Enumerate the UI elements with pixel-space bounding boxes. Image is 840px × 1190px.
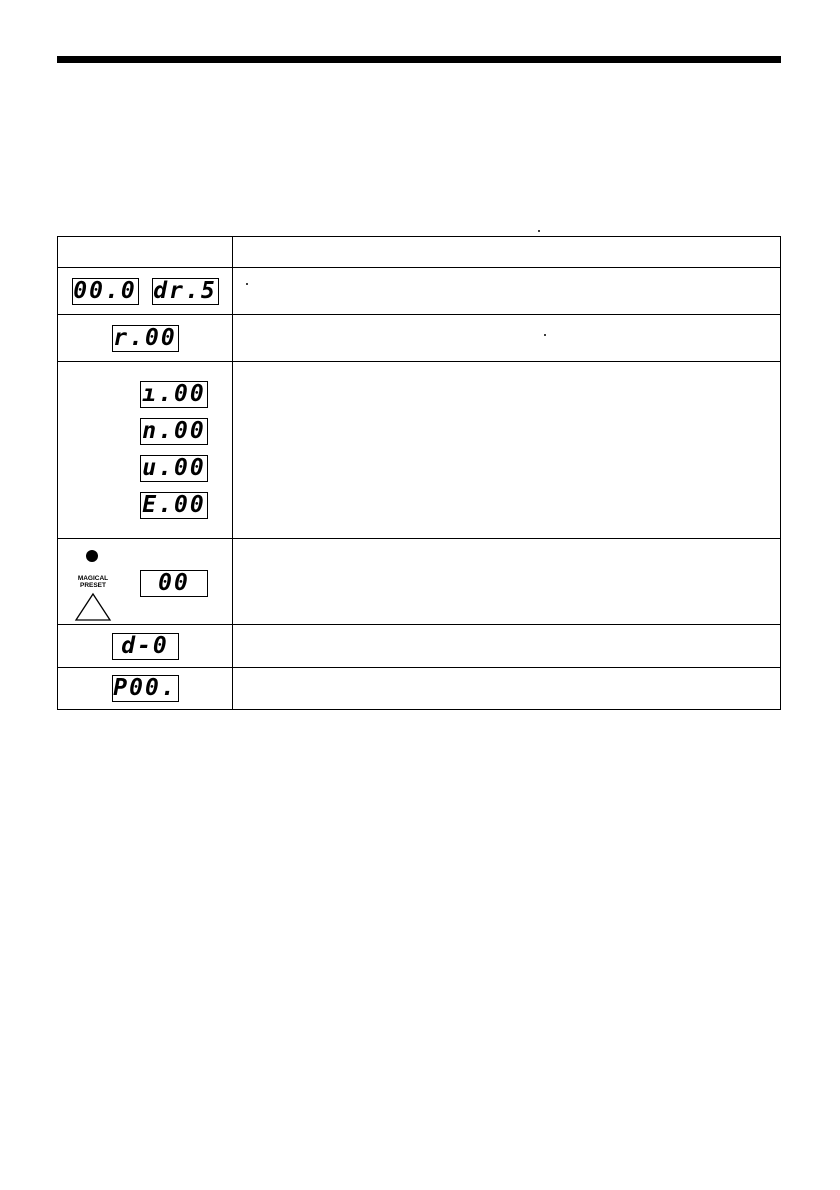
display-cell: d-0: [57, 624, 233, 668]
lcd-display: 00: [140, 570, 208, 597]
display-cell: MAGICAL PRESET 00: [57, 538, 233, 625]
lcd-display: 00.0: [71, 277, 139, 305]
description-cell: [232, 667, 781, 710]
table-row: d-0: [57, 624, 781, 668]
magical-preset-label: MAGICAL PRESET: [77, 575, 109, 589]
header-cell-description: [232, 236, 781, 268]
table-row: 00.0 dr.5: [57, 267, 781, 315]
description-cell: [232, 538, 781, 625]
lcd-display: P00.: [111, 675, 179, 702]
lcd-display: d-0: [111, 632, 179, 660]
indicator-led-icon: [86, 550, 98, 562]
table-row: MAGICAL PRESET 00: [57, 538, 781, 625]
description-cell: [232, 361, 781, 539]
table-header-row: [57, 236, 781, 268]
lcd-display: u.00: [140, 455, 208, 482]
description-cell: [232, 314, 781, 362]
table-row: ı.00 n.00 u.00 E.00: [57, 361, 781, 539]
display-cell: 00.0 dr.5: [57, 267, 233, 315]
lcd-display: ı.00: [140, 381, 208, 408]
description-cell: [232, 267, 781, 315]
lcd-display: dr.5: [151, 277, 219, 305]
triangle-button-icon: [74, 592, 112, 621]
top-rule: [57, 56, 781, 63]
table-row: r.00: [57, 314, 781, 362]
lcd-display: n.00: [140, 418, 208, 445]
lcd-display: r.00: [111, 324, 179, 352]
table-row: P00.: [57, 667, 781, 710]
display-cell: ı.00 n.00 u.00 E.00: [57, 361, 233, 539]
header-cell-display: [57, 236, 233, 268]
description-cell: [232, 624, 781, 668]
display-table: 00.0 dr.5 r.00 ı.00 n.00 u.00 E.00 MAGICA…: [57, 236, 781, 710]
lcd-display: E.00: [140, 492, 208, 519]
stray-dot: [538, 230, 540, 232]
display-cell: r.00: [57, 314, 233, 362]
display-cell: P00.: [57, 667, 233, 710]
